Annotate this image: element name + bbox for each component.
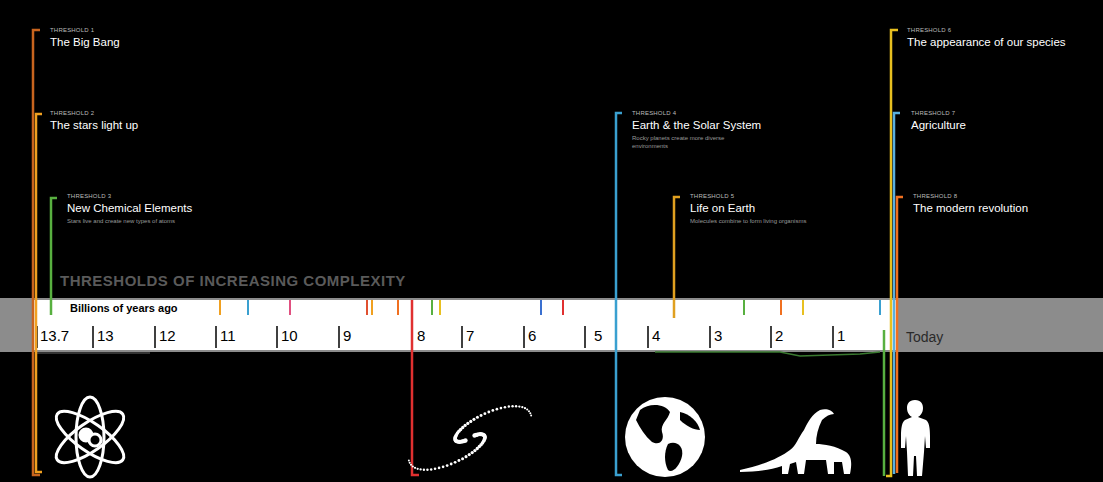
threshold-title: Life on Earth — [690, 202, 820, 214]
axis-value: 7 — [466, 327, 474, 344]
axis-value: 11 — [220, 327, 236, 344]
atom-icon — [49, 397, 131, 477]
threshold-number: THRESHOLD 1 — [50, 27, 120, 33]
threshold-number: THRESHOLD 3 — [67, 193, 197, 199]
axis-value: 8 — [417, 327, 425, 344]
threshold-number: THRESHOLD 7 — [911, 110, 966, 116]
dinosaur-icon — [740, 409, 851, 474]
threshold-label: THRESHOLD 8 The modern revolution — [913, 193, 1028, 214]
axis-value: 13 — [97, 327, 114, 344]
axis-title: Billions of years ago — [70, 302, 178, 314]
threshold-number: THRESHOLD 4 — [632, 110, 762, 116]
threshold-number: THRESHOLD 5 — [690, 193, 820, 199]
threshold-label: THRESHOLD 1 The Big Bang — [50, 27, 120, 48]
timeline-scale — [33, 300, 898, 350]
timeline-band — [0, 298, 1103, 352]
threshold-number: THRESHOLD 6 — [907, 27, 1066, 33]
galaxy-icon — [408, 405, 532, 471]
axis-value: 12 — [159, 327, 176, 344]
threshold-note: Rocky planets create more diverse enviro… — [632, 135, 762, 151]
human-icon — [901, 400, 930, 476]
axis-value: 10 — [281, 327, 298, 344]
axis-value: 6 — [528, 327, 536, 344]
scale-ticks — [37, 326, 833, 348]
axis-value: 13.7 — [40, 327, 69, 344]
threshold-label: THRESHOLD 5 Life on EarthMolecules combin… — [690, 193, 820, 226]
scale-underline — [37, 353, 150, 354]
axis-value: Today — [906, 329, 943, 345]
axis-value: 3 — [714, 327, 722, 344]
threshold-title: The stars light up — [50, 119, 138, 131]
axis-value: 9 — [343, 327, 351, 344]
threshold-brackets — [33, 30, 903, 476]
threshold-number: THRESHOLD 2 — [50, 110, 138, 116]
threshold-title: Earth & the Solar System — [632, 119, 762, 131]
event-ticks — [220, 300, 880, 315]
threshold-number: THRESHOLD 8 — [913, 193, 1028, 199]
chart-title: THRESHOLDS OF INCREASING COMPLEXITY — [60, 272, 406, 289]
threshold-title: The appearance of our species — [907, 36, 1066, 48]
threshold-note: Stars live and create new types of atoms — [67, 218, 197, 226]
axis-value: 1 — [837, 327, 845, 344]
threshold-label: THRESHOLD 7 Agriculture — [911, 110, 966, 131]
threshold-label: THRESHOLD 2 The stars light up — [50, 110, 138, 131]
threshold-label: THRESHOLD 6 The appearance of our species — [907, 27, 1066, 48]
threshold-label: THRESHOLD 4 Earth & the Solar SystemRocky… — [632, 110, 762, 151]
scale-underline — [655, 352, 880, 356]
threshold-title: Agriculture — [911, 119, 966, 131]
threshold-title: New Chemical Elements — [67, 202, 197, 214]
threshold-title: The modern revolution — [913, 202, 1028, 214]
axis-value: 4 — [652, 327, 660, 344]
threshold-label: THRESHOLD 3 New Chemical ElementsStars li… — [67, 193, 197, 226]
threshold-title: The Big Bang — [50, 36, 120, 48]
threshold-note: Molecules combine to form living organis… — [690, 218, 820, 226]
axis-value: 2 — [775, 327, 783, 344]
axis-value: 5 — [594, 327, 602, 344]
globe-icon — [625, 397, 705, 477]
